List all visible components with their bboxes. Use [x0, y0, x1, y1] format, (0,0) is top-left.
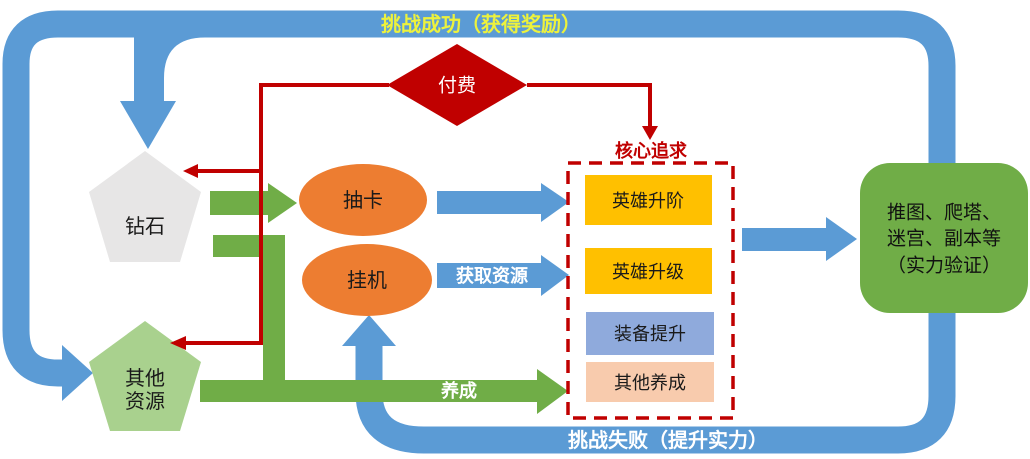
- pay-label: 付费: [438, 75, 476, 97]
- pay-to-resources-line: [186, 83, 389, 345]
- verification-box: [860, 163, 1028, 313]
- hero-tier-chip: [585, 175, 712, 225]
- diamond-cultivate-elbow: [213, 235, 285, 402]
- fail-loop-band: [355, 312, 956, 454]
- other-resources-label-line2: 资源: [125, 390, 165, 413]
- green-flow-group: [200, 183, 568, 414]
- diamond-arrowhead-icon: [120, 101, 176, 149]
- draw-card-label: 抽卡: [343, 189, 383, 212]
- acquire-resources-arrowhead-icon: [541, 255, 569, 296]
- hero-level-label: 英雄升级: [612, 262, 684, 282]
- acquire-resources-label: 获取资源: [456, 265, 528, 286]
- diamond-branch-shaft: [134, 24, 164, 102]
- other-cultivation-chip: [586, 362, 714, 402]
- other-resources-arrowhead-icon: [62, 345, 93, 401]
- pay-to-diamond-arrowhead-icon: [183, 164, 198, 178]
- pay-to-otherres-arrowhead-icon: [170, 336, 186, 350]
- hero-tier-label: 英雄升阶: [612, 191, 684, 211]
- nodes-group: [89, 151, 1028, 431]
- diamond-branch-fillet: [164, 37, 205, 78]
- other-resources-pentagon: [89, 321, 201, 431]
- idle-label: 挂机: [347, 269, 387, 292]
- success-band-label: 挑战成功（获得奖励）: [381, 12, 581, 36]
- drawcard-to-heroTier-shaft: [437, 191, 541, 214]
- core-pursuit-label: 核心追求: [615, 140, 688, 161]
- verification-label-line3: （实力验证）: [887, 255, 1001, 277]
- equipment-label: 装备提升: [614, 324, 686, 344]
- reward-loop-band: [2, 10, 956, 387]
- diamond-resource-pentagon: [89, 151, 201, 262]
- fail-band-label: 挑战失败（提升实力）: [568, 428, 768, 452]
- pursuit-to-verify-arrowhead-icon: [826, 217, 857, 261]
- cultivate-band: [200, 380, 537, 402]
- labels-group: 挑战成功（获得奖励） 挑战失败（提升实力） 获取资源 养成 付费 钻石 其他 资…: [125, 12, 1001, 452]
- pursuit-to-verify-shaft: [742, 228, 826, 251]
- diamond-label: 钻石: [125, 215, 165, 238]
- red-flow-group: [170, 44, 735, 420]
- pay-to-pursuit-line: [527, 83, 652, 127]
- pay-to-pursuit-arrowhead-icon: [642, 126, 658, 140]
- diamond-to-drawcard-shaft: [210, 191, 268, 215]
- acquire-resources-shaft: [437, 263, 541, 288]
- diamond-to-drawcard-arrowhead-icon: [268, 183, 297, 223]
- draw-card-ellipse: [299, 164, 427, 236]
- verification-label-line2: 迷宫、副本等: [887, 228, 1001, 250]
- pay-diamond: [387, 44, 527, 126]
- equipment-chip: [586, 312, 714, 355]
- other-resources-label-line1: 其他: [125, 367, 165, 390]
- cultivate-arrowhead-icon: [537, 369, 568, 414]
- hero-level-chip: [585, 248, 712, 294]
- idle-arrowhead-icon: [342, 315, 396, 346]
- other-cultivation-label: 其他养成: [614, 373, 686, 393]
- verification-label-line1: 推图、爬塔、: [887, 202, 1001, 224]
- idle-ellipse: [302, 244, 432, 316]
- drawcard-to-heroTier-arrowhead-icon: [541, 183, 569, 222]
- blue-flow-group: [2, 10, 956, 454]
- cultivate-label: 养成: [440, 380, 477, 401]
